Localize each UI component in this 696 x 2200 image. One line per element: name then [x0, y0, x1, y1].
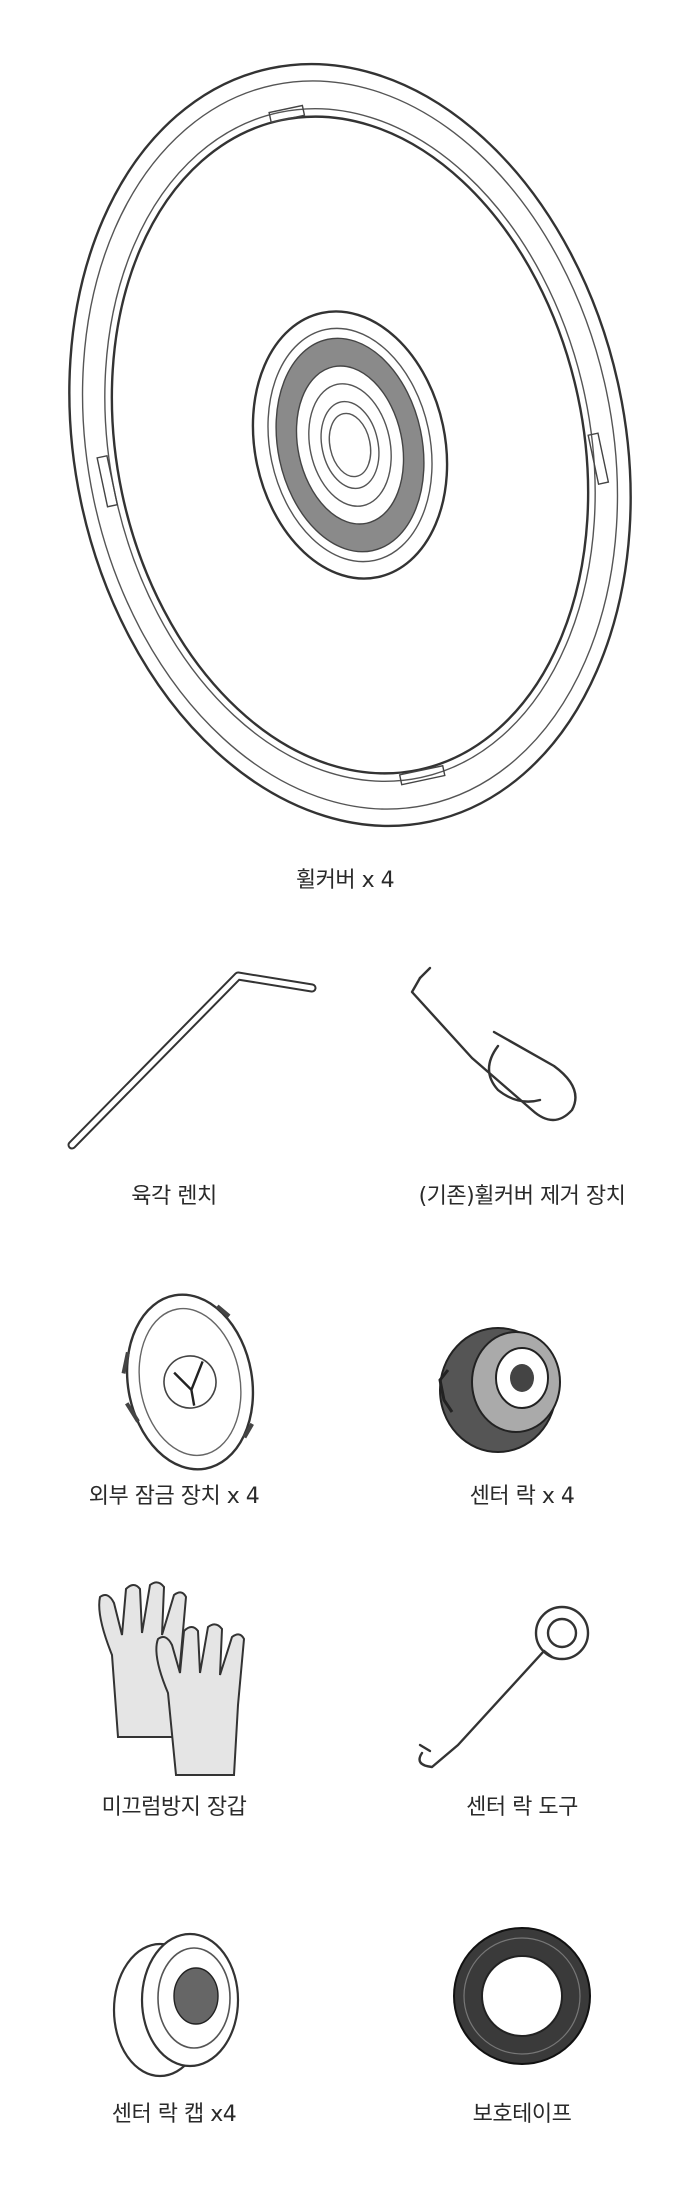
hex-wrench-icon [67, 971, 317, 1150]
anti-slip-gloves-item: 미끄럼방지 장갑 [0, 1575, 348, 1845]
center-lock-item: 센터 락 x 4 [348, 1290, 696, 1530]
item-label: 센터 락 x 4 [469, 1484, 575, 1509]
cover-removal-tool-icon [410, 966, 577, 1122]
item-label: 보호테이프 [472, 2102, 572, 2127]
protective-tape-icon [453, 1927, 591, 2065]
item-label: 센터 락 도구 [466, 1795, 578, 1820]
external-lock-icon [121, 1293, 255, 1471]
item-label: 외부 잠금 장치 x 4 [88, 1484, 260, 1509]
wheel-cover-item: 휠커버 x 4 [0, 0, 696, 900]
center-lock-cap-icon [112, 1932, 240, 2078]
item-label: 미끄럼방지 장갑 [101, 1795, 247, 1820]
item-label: 휠커버 x 4 [295, 868, 395, 893]
center-lock-icon [438, 1327, 561, 1453]
item-label: 센터 락 캡 x4 [111, 2102, 237, 2127]
center-lock-cap-item: 센터 락 캡 x4 [0, 1900, 348, 2150]
item-label: 육각 렌치 [131, 1184, 217, 1209]
item-label: (기존)휠커버 제거 장치 [418, 1184, 626, 1209]
wheel-cover-icon [68, 62, 632, 828]
hex-wrench-item: 육각 렌치 [0, 950, 348, 1230]
external-lock-item: 외부 잠금 장치 x 4 [0, 1290, 348, 1530]
center-lock-tool-icon [418, 1605, 590, 1769]
protective-tape-item: 보호테이프 [348, 1900, 696, 2150]
center-lock-tool-item: 센터 락 도구 [348, 1575, 696, 1845]
anti-slip-gloves-icon [98, 1581, 246, 1776]
cover-removal-tool-item: (기존)휠커버 제거 장치 [348, 950, 696, 1230]
